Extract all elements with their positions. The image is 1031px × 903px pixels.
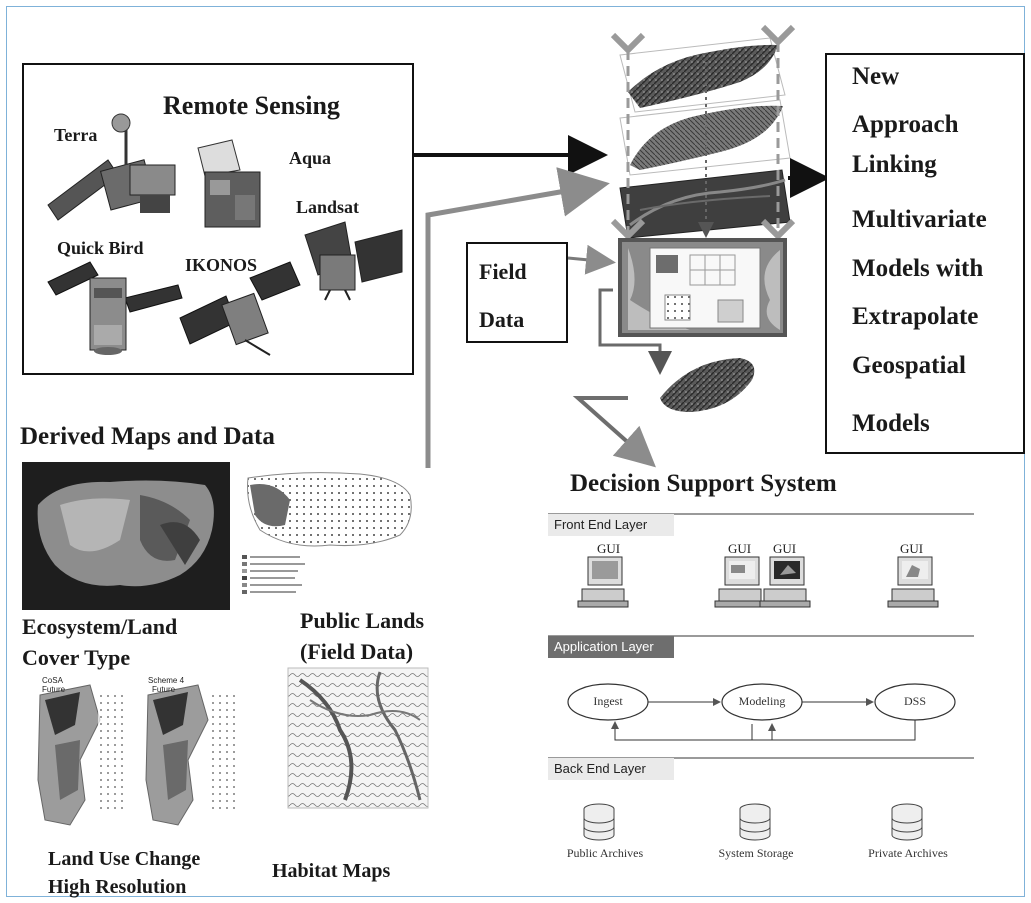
approach-line: Extrapolate	[852, 303, 979, 330]
gui-label: GUI	[597, 541, 621, 556]
field-data-box	[466, 242, 568, 343]
stacked-map-layers	[619, 37, 791, 239]
gui-label: GUI	[728, 541, 752, 556]
approach-line: Models with	[852, 255, 984, 282]
approach-line: Approach	[852, 111, 959, 138]
computer-icon	[759, 556, 811, 608]
approach-line: Models	[852, 410, 930, 437]
satellite-label-landsat: Landsat	[296, 197, 360, 217]
dss-title: Decision Support System	[570, 470, 837, 497]
landsat-satellite-illustration	[304, 221, 403, 301]
database-icon	[583, 803, 615, 841]
database-icon	[891, 803, 923, 841]
approach-line: New	[852, 63, 900, 90]
computer-icon	[887, 556, 939, 608]
approach-line: Linking	[852, 151, 937, 178]
habitat-map	[287, 667, 429, 809]
map-caption: Future	[42, 685, 66, 694]
public-lands-map	[238, 462, 418, 610]
land-use-label-line1: Land Use Change	[48, 848, 201, 870]
computer-icon	[714, 556, 766, 608]
arrow-output-to-dss	[572, 396, 656, 468]
archive-label-system: System Storage	[718, 846, 794, 860]
map-caption: Future	[152, 685, 176, 694]
arrow-derived-to-layers	[425, 167, 610, 468]
archive-label-public: Public Archives	[566, 846, 644, 860]
remote-sensing-box	[22, 63, 414, 375]
ecosystem-land-cover-map	[22, 462, 230, 610]
land-use-change-maps	[37, 684, 240, 826]
layer-divider	[548, 513, 974, 515]
field-data-label-line2: Data	[479, 307, 525, 332]
derived-maps-title: Derived Maps and Data	[20, 423, 275, 450]
satellite-label-terra: Terra	[54, 125, 98, 145]
aqua-satellite-illustration	[197, 139, 261, 228]
land-use-label-line2: High Resolution	[48, 876, 187, 898]
flow-node-dss: DSS	[903, 694, 926, 708]
map-caption: CoSA	[42, 676, 63, 685]
back-end-layer-label: Back End Layer	[548, 758, 674, 780]
approach-line: Geospatial	[852, 352, 966, 379]
front-end-layer-label: Front End Layer	[548, 514, 674, 536]
layer-divider	[548, 635, 974, 637]
application-layer-label: Application Layer	[548, 636, 674, 658]
approach-line: Multivariate	[852, 206, 987, 233]
field-data-label-line1: Field	[479, 259, 527, 284]
arrow-map-to-output	[598, 288, 672, 375]
public-lands-label-line1: Public Lands	[300, 608, 425, 633]
ecosystem-label-line2: Cover Type	[22, 645, 131, 670]
field-sampling-map	[618, 238, 787, 337]
remote-sensing-title: Remote Sensing	[163, 91, 340, 120]
public-lands-label-line2: (Field Data)	[300, 639, 414, 664]
gui-label: GUI	[900, 541, 924, 556]
satellite-label-ikonos: IKONOS	[185, 255, 258, 275]
ikonos-satellite-illustration	[179, 261, 301, 356]
new-approach-box	[825, 53, 1025, 454]
output-map-blob	[660, 358, 755, 412]
gui-label: GUI	[773, 541, 797, 556]
map-caption: Scheme 4	[148, 676, 185, 685]
satellite-label-aqua: Aqua	[289, 148, 332, 168]
layer-divider	[548, 757, 974, 759]
archive-label-private: Private Archives	[868, 846, 948, 860]
terra-satellite-illustration	[47, 113, 176, 221]
satellite-label-quickbird: Quick Bird	[57, 238, 144, 258]
database-icon	[739, 803, 771, 841]
dss-flow	[567, 683, 956, 741]
habitat-maps-label: Habitat Maps	[272, 860, 391, 882]
ecosystem-label-line1: Ecosystem/Land	[22, 614, 178, 639]
quickbird-satellite-illustration	[47, 261, 183, 355]
computer-icon	[577, 556, 629, 608]
flow-node-modeling: Modeling	[738, 694, 786, 708]
flow-node-ingest: Ingest	[593, 694, 623, 708]
arrow-field-to-map	[567, 244, 616, 275]
